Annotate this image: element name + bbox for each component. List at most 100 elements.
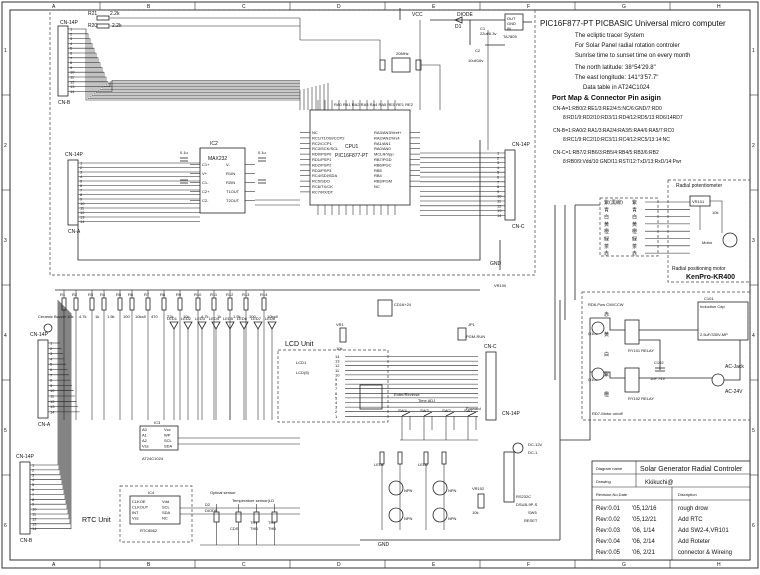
cpu-pin-label: NC <box>374 184 380 189</box>
rotator-wire-colours <box>599 197 659 257</box>
wire-colour-label: 紫(黒線) <box>604 199 623 206</box>
wire-colour-label: 紫 <box>632 200 637 206</box>
wire <box>68 81 300 84</box>
pin-number: 10 <box>335 372 340 377</box>
grid-row-label: 6 <box>752 523 755 529</box>
resistor-value: 1k <box>217 314 221 319</box>
relay-ry102 <box>624 367 640 393</box>
reg-gnd: GND <box>507 21 516 26</box>
diode-label: DIODE <box>457 12 474 18</box>
pin-number: 13 <box>335 359 340 364</box>
wire <box>590 317 625 331</box>
vr1-value: 10k <box>336 346 342 351</box>
q102-label: Q102 <box>588 377 599 382</box>
resistor-value: 100 <box>249 314 256 319</box>
wire <box>30 309 68 510</box>
cn-c-map-line-2: 8:RB0/9:Vdd/10:GND/11:RST/12:TxD/13:RxD/… <box>563 159 682 165</box>
sensor-symbol <box>235 511 242 523</box>
revision-description: rough drow <box>678 506 709 512</box>
relay2-label: RD7-Motor on/off <box>592 411 623 416</box>
resistor-symbol <box>73 297 79 311</box>
grid-row-label: 4 <box>752 333 755 339</box>
sensor-row: Optical sensor Temperature sensor(LD D2 … <box>205 490 276 531</box>
r21-value: 2.2k <box>110 11 120 17</box>
max-pin-label: T2OUT <box>226 198 240 203</box>
switch-label: SW3 <box>420 408 429 413</box>
heading-table-note: Data table in AT24C1024 <box>583 85 650 91</box>
main-board-outline <box>49 9 536 276</box>
c101-value: 2.5uF/330V-MP <box>700 332 728 337</box>
grid-col-label: D <box>337 4 341 10</box>
lcd-connector-label: CD16+24 <box>394 302 412 307</box>
revision-number: Rev:0.01 <box>596 506 621 512</box>
transistor-symbol <box>432 480 448 496</box>
max-part: MAX232 <box>208 156 227 162</box>
optical-sensor-label: Optical sensor <box>210 490 236 495</box>
dc-label: DC-12V <box>528 442 543 447</box>
resistor-symbol <box>101 297 107 311</box>
buzzer-label: Ceramic Buzzer <box>38 314 67 319</box>
resistor-value: 10k <box>183 314 189 319</box>
vr102-value: 10k <box>472 510 478 515</box>
resistor-label: R8 <box>160 292 166 297</box>
reg-in: IN <box>507 26 511 31</box>
lcd-unit: CD16+24 LCD Unit LCD1 LCD(8) <box>277 299 412 423</box>
rotator-model: KenPro-KR400 <box>686 274 735 281</box>
grid-col-label: G <box>622 4 626 10</box>
resistor-label: R2 <box>72 292 78 297</box>
drawing-label: Drawing <box>596 479 611 484</box>
eeprom-pin-label: SDA <box>164 444 173 449</box>
rtc-pin-label: Vdd <box>162 499 169 504</box>
vcc-label-top: VCC <box>412 12 423 18</box>
wire <box>724 340 741 381</box>
wire <box>68 81 300 87</box>
transistor-label: NPN <box>404 516 413 521</box>
relay-ry101 <box>624 319 640 345</box>
cn-b-connector: CN-14P CN-B <box>57 20 78 106</box>
max-pin-label: V- <box>226 162 230 167</box>
cpu-pin-label: RC7/RX/DT <box>312 189 334 194</box>
pin-number: 8 <box>335 382 338 387</box>
led-symbol <box>183 321 193 330</box>
rotator-wires <box>554 200 723 380</box>
grid-col-label: B <box>147 4 151 10</box>
eeprom-ref: IC3 <box>154 420 161 425</box>
lcd-pin-1: LCD1 <box>296 360 307 365</box>
wire-colour-label: 黄 <box>632 221 637 228</box>
wire <box>77 140 481 261</box>
grid-row-label: 2 <box>4 143 7 149</box>
led-symbol <box>211 321 221 330</box>
grid-row-label: 1 <box>752 48 755 54</box>
wire <box>30 304 63 485</box>
cpu-right-pins: RA3/AN3/Vref+RA2/AN2/Vref-RA1/AN1RA0/AN0… <box>374 130 402 189</box>
led-label: LED1 <box>167 316 178 321</box>
grid-row-label: 3 <box>4 238 7 244</box>
rtc-pin-label: CLKOUT <box>132 505 149 510</box>
pin-number: 14 <box>335 354 340 359</box>
cpu-pin-label: RA1/AN1 <box>374 141 391 146</box>
cpu-pin-label: RC6/TX/CK <box>312 184 333 189</box>
transistor-symbol <box>591 321 605 335</box>
revision-date: '06, 1/14 <box>632 528 655 534</box>
wire-colour-label: 白 <box>632 214 637 221</box>
r21-label: R21 <box>88 11 97 17</box>
bottom-resistor-row: R110kR24.7kR31kR41.5kR5100R610kx8R7470R8… <box>60 292 278 319</box>
wire <box>68 67 300 89</box>
wire <box>68 38 300 98</box>
eeprom-pin-label: SCL <box>164 438 173 443</box>
relay1-label: RD6-Pow CW/CCW <box>588 302 624 307</box>
grid-col-label: A <box>52 562 56 568</box>
relay-colour-label: 白 <box>604 351 609 358</box>
resistor-symbol <box>397 451 403 465</box>
grid-row-label: 1 <box>4 48 7 54</box>
transistor-label: NPN <box>404 488 413 493</box>
pgm-run-label: PGM-RUN <box>466 334 485 339</box>
dc1-label: DC-1 <box>528 450 538 455</box>
max-pin-label: C2- <box>202 198 209 203</box>
c101-sub: Induction Cap <box>700 304 725 309</box>
